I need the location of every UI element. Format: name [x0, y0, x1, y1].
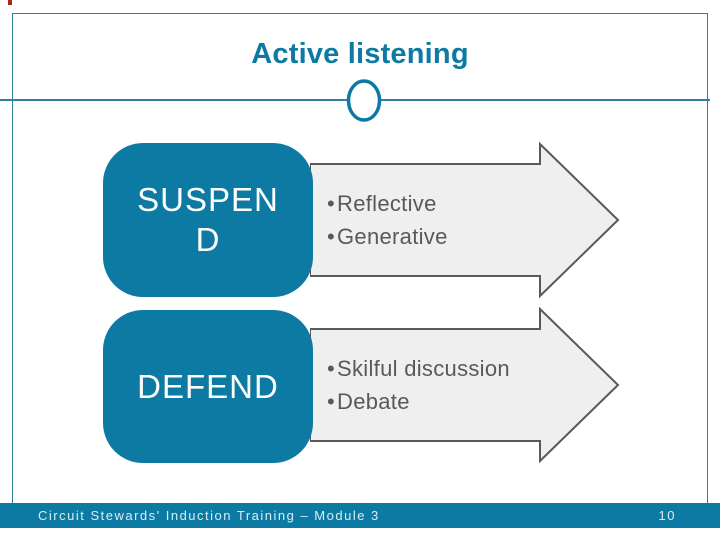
- arrow-shape-icon: [309, 141, 620, 299]
- stage-box-label: SUSPEN D: [137, 181, 279, 258]
- process-arrow-defend: Skilful discussion Debate: [309, 305, 622, 465]
- stage-box-label: DEFEND: [137, 367, 279, 405]
- stage-box-suspend: SUSPEN D: [103, 143, 313, 297]
- corner-accent-mark: [8, 0, 12, 5]
- bullet-item: Skilful discussion: [327, 352, 510, 385]
- process-arrow-suspend: Reflective Generative: [309, 140, 622, 300]
- slide-title: Active listening: [251, 38, 469, 70]
- bullet-item: Reflective: [327, 187, 448, 220]
- bullet-item: Generative: [327, 220, 448, 253]
- footer-caption: Circuit Stewards' Induction Training – M…: [38, 508, 380, 523]
- stage-box-defend: DEFEND: [103, 310, 313, 463]
- footer-bar: Circuit Stewards' Induction Training – M…: [0, 503, 720, 528]
- circle-ornament-icon: [346, 79, 382, 122]
- arrow-bullet-list: Skilful discussion Debate: [327, 352, 510, 418]
- arrow-bullet-list: Reflective Generative: [327, 187, 448, 253]
- bullet-item: Debate: [327, 385, 510, 418]
- page-number: 10: [658, 508, 676, 523]
